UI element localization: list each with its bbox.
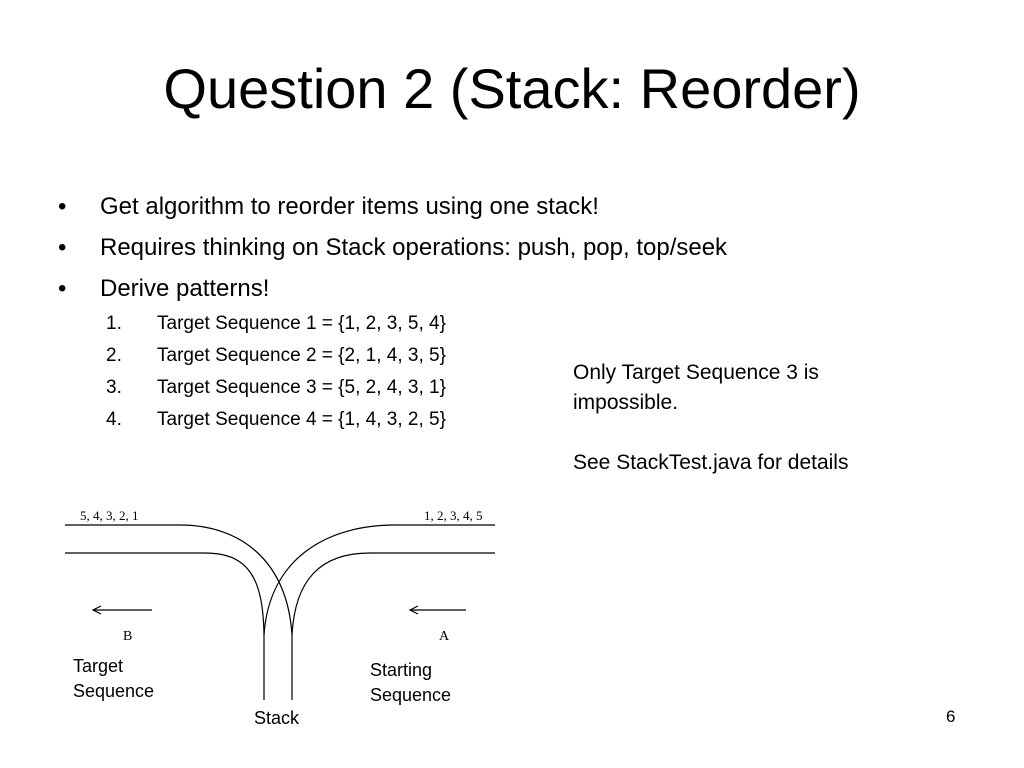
stack-label: Stack — [254, 708, 300, 728]
stack-diagram: 5, 4, 3, 2, 1 1, 2, 3, 4, 5 B A Target S… — [65, 508, 495, 728]
arrow-left-head — [91, 605, 102, 615]
answer-note: Only Target Sequence 3 is impossible. Se… — [573, 358, 873, 508]
starting-label-line1: Starting — [370, 660, 432, 680]
numbered-item: 4. Target Sequence 4 = {1, 4, 3, 2, 5} — [106, 404, 446, 436]
bullet-item: • Derive patterns! — [58, 268, 727, 309]
item-number: 4. — [106, 409, 122, 430]
slide-title: Question 2 (Stack: Reorder) — [163, 57, 861, 120]
target-label-line1: Target — [73, 656, 123, 676]
numbered-list: 1. Target Sequence 1 = {1, 2, 3, 5, 4} 2… — [106, 308, 446, 436]
right-track-top-rail — [263, 524, 495, 700]
item-text: Target Sequence 1 = {1, 2, 3, 5, 4} — [157, 313, 446, 334]
item-text: Target Sequence 4 = {1, 4, 3, 2, 5} — [157, 409, 446, 430]
bullet-text: Derive patterns! — [100, 275, 270, 302]
target-label-line2: Sequence — [73, 681, 154, 701]
item-number: 1. — [106, 313, 122, 334]
item-text: Target Sequence 2 = {2, 1, 4, 3, 5} — [157, 345, 446, 366]
numbered-item: 2. Target Sequence 2 = {2, 1, 4, 3, 5} — [106, 340, 446, 372]
track-b-label: B — [123, 629, 132, 644]
item-text: Target Sequence 3 = {5, 2, 4, 3, 1} — [157, 377, 446, 398]
bullet-marker: • — [58, 275, 67, 302]
bullet-list: • Get algorithm to reorder items using o… — [58, 186, 727, 309]
numbered-item: 1. Target Sequence 1 = {1, 2, 3, 5, 4} — [106, 308, 446, 340]
left-sequence-label: 5, 4, 3, 2, 1 — [80, 508, 139, 523]
left-track-bottom-rail — [65, 552, 265, 636]
track-a-label: A — [439, 629, 450, 644]
bullet-item: • Get algorithm to reorder items using o… — [58, 186, 727, 227]
page-number: 6 — [946, 707, 956, 726]
note-line: See StackTest.java for details — [573, 451, 849, 474]
bullet-text: Requires thinking on Stack operations: p… — [100, 234, 728, 261]
arrow-right-head — [408, 605, 419, 615]
starting-label-line2: Sequence — [370, 685, 451, 705]
item-number: 2. — [106, 345, 122, 366]
bullet-marker: • — [58, 234, 67, 261]
numbered-item: 3. Target Sequence 3 = {5, 2, 4, 3, 1} — [106, 372, 446, 404]
bullet-text: Get algorithm to reorder items using one… — [100, 193, 599, 220]
note-line: Only Target Sequence 3 is impossible. — [573, 361, 819, 414]
bullet-marker: • — [58, 193, 67, 220]
item-number: 3. — [106, 377, 122, 398]
bullet-item: • Requires thinking on Stack operations:… — [58, 227, 727, 268]
right-sequence-label: 1, 2, 3, 4, 5 — [424, 508, 483, 523]
right-track-bottom-rail — [291, 552, 495, 636]
left-track-top-rail — [65, 524, 293, 700]
